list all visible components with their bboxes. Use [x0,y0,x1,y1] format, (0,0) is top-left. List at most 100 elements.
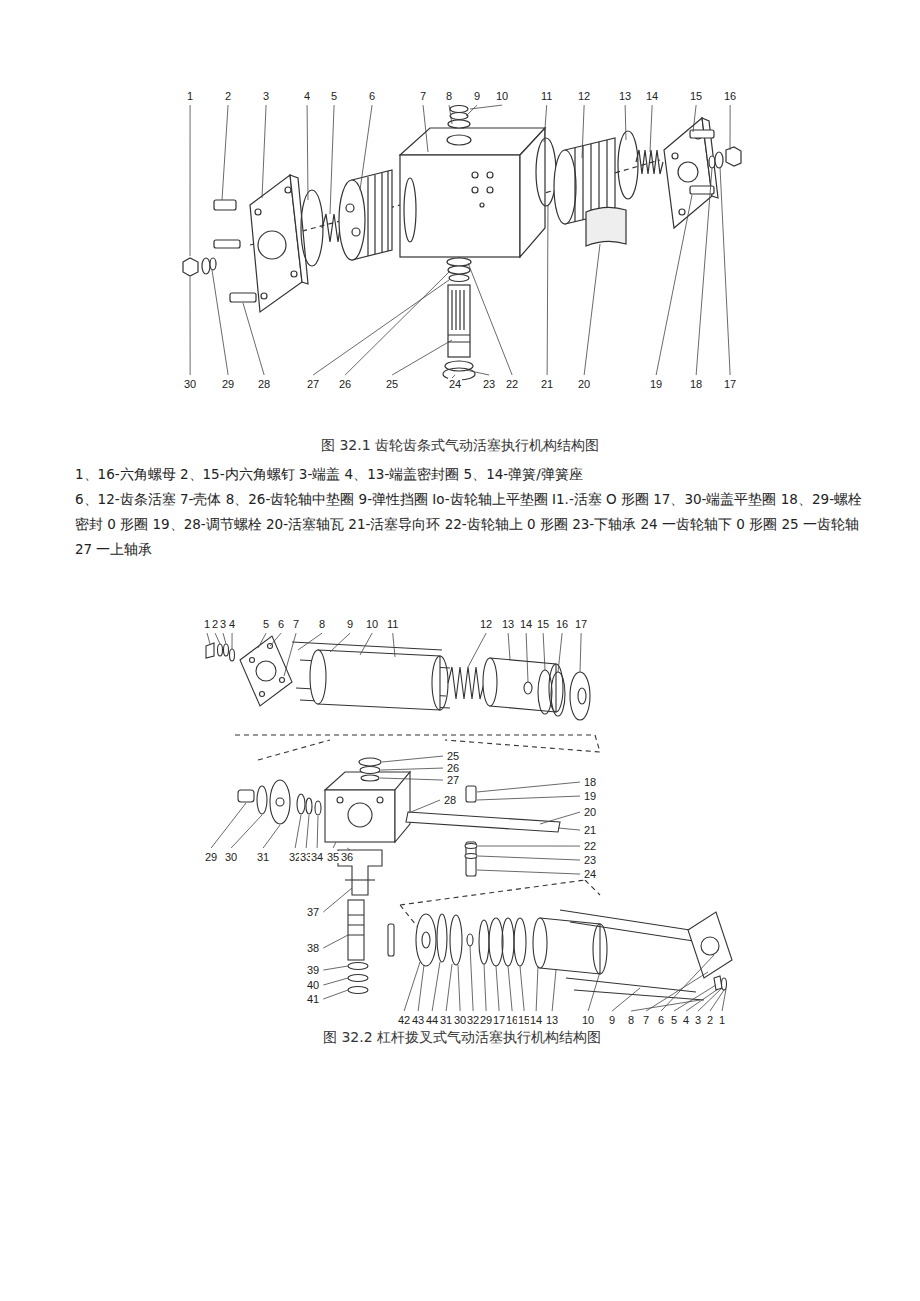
callout-number: 27 [306,378,320,390]
callout-number: 25 [385,378,399,390]
callout-number: 29 [221,378,235,390]
callout-number: 16 [723,90,737,102]
leader-line [730,105,731,150]
leader-line [418,965,424,1011]
callout-number: 6 [657,1014,665,1026]
callout-number: 29 [204,851,218,863]
leader-line [392,340,452,375]
callout-number: 2 [224,90,232,102]
callout-number: 18 [689,378,703,390]
leader-line [536,966,538,1011]
leader-line [478,856,580,860]
callout-number: 10 [365,618,379,630]
callout-number: 7 [642,1014,650,1026]
leader-line [284,633,296,676]
leader-line [625,105,627,140]
callout-number: 1 [203,618,211,630]
callout-number: 26 [338,378,352,390]
leader-line [449,105,452,124]
leader-line [698,988,722,1011]
callout-number: 39 [306,964,320,976]
callout-number: 2 [706,1014,714,1026]
callout-number: 17 [574,618,588,630]
leader-line [446,964,452,1011]
callout-number: 10 [581,1014,595,1026]
callout-number: 31 [439,1014,453,1026]
callout-number: 28 [443,794,457,806]
leader-line [381,768,443,770]
leader-line [466,370,489,375]
callout-number: 27 [446,774,460,786]
callout-number: 22 [505,378,519,390]
callout-number: 21 [540,378,554,390]
leader-line [584,244,600,375]
leader-line [674,985,716,1011]
leader-line [508,966,512,1011]
callout-number: 13 [618,90,632,102]
leader-line [588,972,600,1011]
callout-number: 25 [446,750,460,762]
callout-number: 30 [183,378,197,390]
leader-line [323,966,348,970]
callout-number: 21 [583,824,597,836]
callout-number: 13 [545,1014,559,1026]
leader-line [693,105,696,132]
callout-number: 6 [277,618,285,630]
callout-number: 9 [473,90,481,102]
leader-line [190,277,191,375]
leader-line [295,815,301,848]
leader-line [323,888,352,912]
leader-line [477,796,580,800]
leader-line [232,633,233,649]
callout-number: 14 [645,90,659,102]
leader-line [558,828,580,830]
leader-line [404,962,420,1011]
callout-number: 24 [583,868,597,880]
callout-number: 10 [495,90,509,102]
leader-line [347,848,350,850]
leader-line [323,978,348,985]
callout-number: 37 [306,906,320,918]
callout-number: 4 [303,90,311,102]
leader-line [558,633,562,672]
leader-line [540,812,580,824]
callout-number: 3 [219,618,227,630]
leader-line [207,633,210,644]
leader-line [468,263,512,375]
leader-line [526,633,528,682]
callout-number: 4 [228,618,236,630]
leader-line [477,782,580,792]
callout-number: 18 [583,776,597,788]
leader-line [212,270,228,375]
callout-number: 43 [411,1014,425,1026]
leader-line [231,815,262,848]
callout-number: 35 [326,851,340,863]
leader-line [190,105,191,256]
leader-line [330,105,334,214]
leader-line [215,633,220,644]
callout-number: 6 [368,90,376,102]
leader-line [345,271,450,375]
callout-number: 9 [346,618,354,630]
leader-line [496,966,499,1011]
leader-line [520,966,524,1011]
callout-number: 3 [262,90,270,102]
callout-number: 41 [306,993,320,1005]
callout-number: 36 [340,851,354,863]
leader-line [243,303,264,375]
callout-number: 20 [583,806,597,818]
leader-line [223,633,226,644]
leader-line [580,633,581,672]
callout-number: 8 [318,618,326,630]
leader-line [478,846,580,847]
leader-line [211,803,246,848]
leader-line [552,970,556,1011]
figure-2-drawing [206,636,732,1000]
callout-number: 23 [482,378,496,390]
parts-list: 6、12-齿条活塞 7-壳体 8、26-齿轮轴中垫圈 9-弹性挡圈 Io-齿轮轴… [75,487,865,562]
callout-number: 40 [306,979,320,991]
leader-line [323,935,348,948]
callout-number: 8 [445,90,453,102]
leader-line [258,633,266,648]
callout-number: 12 [479,618,493,630]
